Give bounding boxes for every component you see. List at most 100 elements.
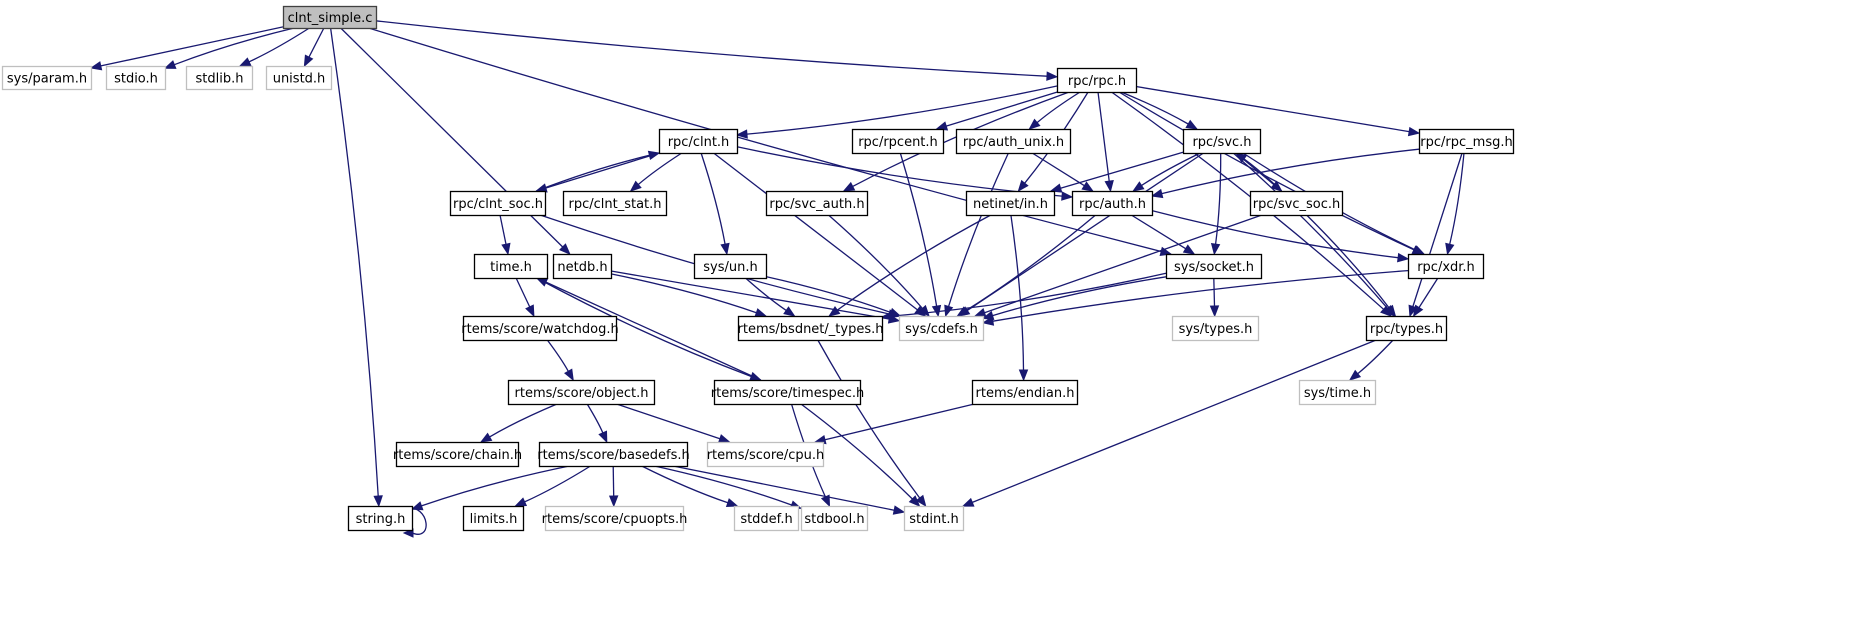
arrowhead-icon — [1132, 181, 1145, 192]
node-rtems-endian-h[interactable]: rtems/endian.h — [971, 379, 1079, 406]
arrowhead-icon — [1061, 191, 1074, 201]
arrowhead-icon — [1046, 71, 1059, 81]
edge-rtems-score-basedefs-h-to-stddef-h — [641, 465, 739, 508]
node-box — [737, 315, 884, 342]
node-sys-un-h[interactable]: sys/un.h — [693, 253, 768, 280]
node-rtems-score-watchdog-h[interactable]: rtems/score/watchdog.h — [461, 315, 619, 342]
node-label: stdlib.h — [196, 72, 244, 87]
node-limits-h[interactable]: limits.h — [462, 505, 525, 532]
edge-sys-un-h-to-rtems-bsdnet-types-h — [745, 277, 796, 317]
arrowhead-icon — [1234, 152, 1248, 163]
arrowhead-icon — [828, 306, 841, 317]
node-label: sys/socket.h — [1174, 260, 1254, 275]
node-label: netdb.h — [557, 260, 607, 275]
node-rpc-auth-h[interactable]: rpc/auth.h — [1071, 190, 1154, 217]
node-box — [1249, 190, 1344, 217]
edge-line — [536, 154, 650, 192]
node-label: stdint.h — [909, 512, 958, 527]
node-sys-socket-h[interactable]: sys/socket.h — [1165, 253, 1263, 280]
node-rpc-types-h[interactable]: rpc/types.h — [1365, 315, 1448, 342]
edge-line — [586, 403, 604, 434]
node-rtems-score-chain-h[interactable]: rtems/score/chain.h — [393, 441, 522, 468]
edge-time-h-to-rtems-score-watchdog-h — [515, 277, 535, 318]
node-box — [473, 253, 549, 280]
node-box — [347, 505, 414, 532]
node-stdint-h: stdint.h — [903, 505, 965, 532]
node-rpc-rpcent-h[interactable]: rpc/rpcent.h — [851, 128, 945, 155]
node-string-h[interactable]: string.h — [347, 505, 414, 532]
node-rpc-clnt-stat-h[interactable]: rpc/clnt_stat.h — [562, 190, 668, 217]
edge-line — [515, 277, 531, 308]
node-stddef-h: stddef.h — [733, 505, 800, 532]
edge-rtems-score-timespec-h-to-stdint-h — [800, 403, 921, 507]
arrowhead-icon — [564, 368, 574, 382]
node-box — [538, 441, 689, 468]
node-label: sys/un.h — [703, 260, 757, 275]
node-rpc-xdr-h[interactable]: rpc/xdr.h — [1407, 253, 1485, 280]
edge-line — [174, 27, 295, 66]
node-box — [1171, 315, 1260, 342]
edge-line — [612, 465, 615, 497]
node-clnt-simple-c[interactable]: clnt_simple.c — [282, 5, 378, 30]
node-label: rpc/clnt_soc.h — [453, 197, 543, 212]
edge-clnt-simple-c-to-sys-param-h — [89, 26, 284, 71]
node-rtems-score-object-h[interactable]: rtems/score/object.h — [507, 379, 656, 406]
edge-line — [746, 85, 1058, 135]
edge-rpc-rpc-h-to-rpc-auth-unix-h — [1028, 91, 1081, 130]
edge-rpc-rpc-h-to-rpc-rpc-msg-h — [1135, 85, 1421, 137]
edge-line — [1412, 152, 1463, 307]
edge-line — [947, 152, 1009, 307]
arrowhead-icon — [1049, 183, 1063, 193]
node-netinet-in-h[interactable]: netinet/in.h — [965, 190, 1056, 217]
node-box — [693, 253, 768, 280]
node-rpc-svc-soc-h[interactable]: rpc/svc_soc.h — [1249, 190, 1344, 217]
arrowhead-icon — [647, 150, 661, 161]
node-label: rtems/score/basedefs.h — [537, 448, 690, 463]
edge-sys-socket-h-to-sys-types-h — [1209, 277, 1220, 318]
node-rpc-rpc-msg-h[interactable]: rpc/rpc_msg.h — [1418, 128, 1515, 155]
edge-line — [329, 27, 379, 497]
edge-rpc-svc-auth-h-to-sys-cdefs-h — [828, 214, 930, 318]
node-rpc-svc-auth-h[interactable]: rpc/svc_auth.h — [765, 190, 869, 217]
node-stdio-h: stdio.h — [105, 65, 167, 91]
arrowhead-icon — [1412, 245, 1426, 255]
node-sys-types-h: sys/types.h — [1171, 315, 1260, 342]
arrowhead-icon — [1028, 118, 1041, 130]
node-rpc-svc-h[interactable]: rpc/svc.h — [1182, 128, 1262, 155]
node-rpc-rpc-h[interactable]: rpc/rpc.h — [1056, 67, 1138, 94]
node-rtems-bsdnet-types-h[interactable]: rtems/bsdnet/_types.h — [737, 315, 884, 342]
edge-line — [545, 281, 761, 381]
node-rpc-auth-unix-h[interactable]: rpc/auth_unix.h — [955, 128, 1072, 155]
edge-line — [891, 272, 1167, 317]
node-rtems-score-basedefs-h[interactable]: rtems/score/basedefs.h — [537, 441, 690, 468]
edge-line — [946, 91, 1058, 127]
node-box — [544, 505, 685, 532]
edge-rtems-bsdnet-types-h-to-stdint-h — [817, 339, 927, 508]
edge-line — [1120, 91, 1189, 125]
node-rpc-clnt-h[interactable]: rpc/clnt.h — [658, 128, 739, 155]
edge-rpc-clnt-soc-h-to-rpc-clnt-h — [536, 150, 661, 192]
arrowhead-icon — [956, 306, 969, 317]
node-time-h[interactable]: time.h — [473, 253, 549, 280]
edge-rpc-rpc-msg-h-to-rpc-auth-h — [1150, 148, 1420, 199]
edge-line — [1060, 151, 1184, 189]
node-label: unistd.h — [273, 72, 326, 87]
edge-line — [1010, 214, 1025, 371]
edge-rpc-svc-h-to-netinet-in-h — [1049, 151, 1184, 193]
node-stdbool-h: stdbool.h — [800, 505, 869, 532]
edge-line — [637, 152, 683, 185]
edge-line — [610, 273, 757, 314]
arrowhead-icon — [1348, 369, 1362, 381]
edge-line — [700, 152, 726, 245]
node-netdb-h[interactable]: netdb.h — [552, 253, 613, 280]
node-rtems-score-timespec-h[interactable]: rtems/score/timespec.h — [711, 379, 864, 406]
arrowhead-icon — [931, 304, 942, 318]
node-box — [562, 190, 668, 217]
edge-line — [421, 465, 570, 507]
edge-line — [546, 339, 569, 372]
node-box — [1418, 128, 1515, 155]
edge-rpc-rpc-msg-h-to-rpc-xdr-h — [1445, 152, 1465, 256]
node-rpc-clnt-soc-h[interactable]: rpc/clnt_soc.h — [449, 190, 547, 217]
node-box — [851, 128, 945, 155]
node-label: sys/time.h — [1304, 386, 1371, 401]
